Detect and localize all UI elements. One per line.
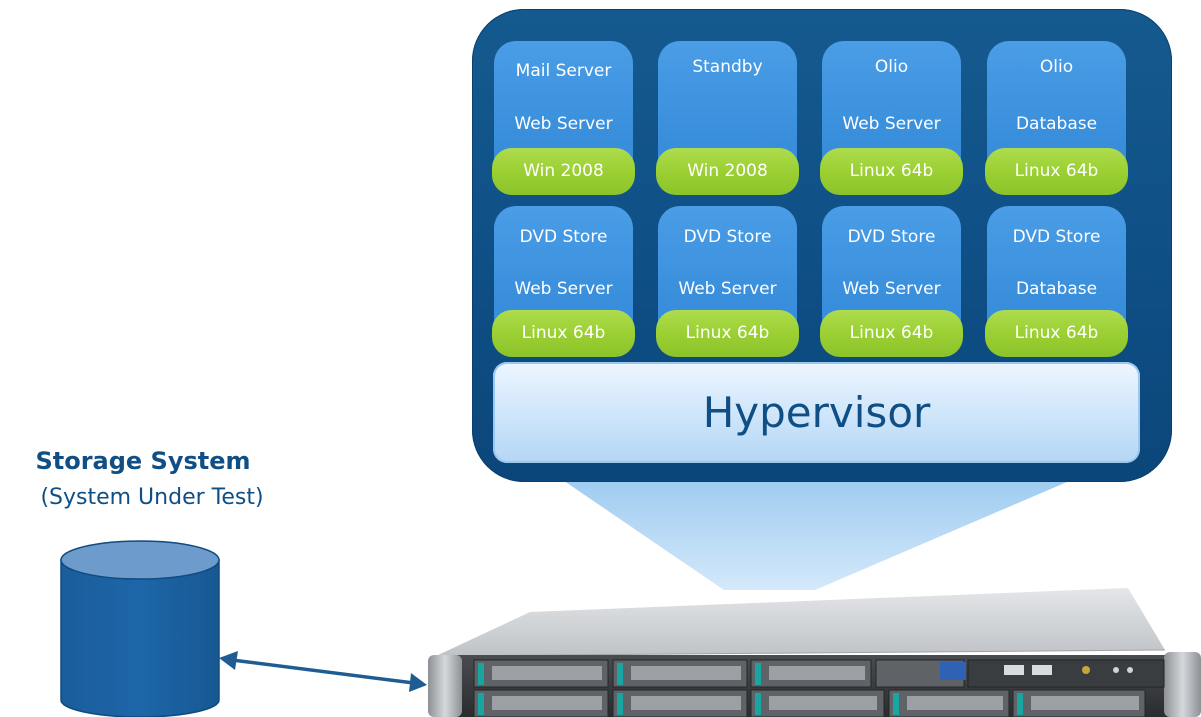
os-badge: Linux 64b xyxy=(492,310,635,357)
vm-role-label: Database xyxy=(1015,114,1098,134)
vm-role-label: Web Server xyxy=(842,279,941,299)
vm-app-label: Standby xyxy=(692,57,763,77)
vm-app-label: Mail Server xyxy=(515,61,612,81)
vm-box: DVD Store Web Server Linux 64b xyxy=(656,206,799,357)
vm-box: Mail Server Web Server Win 2008 xyxy=(492,41,635,195)
storage-title: Storage System xyxy=(35,447,251,475)
vm-role-label: Web Server xyxy=(514,279,613,299)
os-badge: Win 2008 xyxy=(492,148,635,195)
vm-box: DVD Store Database Linux 64b xyxy=(985,206,1128,357)
vm-box: Standby Win 2008 xyxy=(656,41,799,195)
vm-app-label: Olio xyxy=(1039,57,1074,77)
vm-role-label: Database xyxy=(1015,279,1098,299)
hypervisor-bar: Hypervisor xyxy=(493,362,1140,463)
hypervisor-label: Hypervisor xyxy=(702,388,931,437)
vm-app-label: DVD Store xyxy=(1012,227,1101,247)
vm-app-label: DVD Store xyxy=(519,227,608,247)
host-panel: Mail Server Web Server Win 2008 Standby … xyxy=(472,9,1172,482)
os-badge: Linux 64b xyxy=(985,148,1128,195)
os-badge: Linux 64b xyxy=(820,310,963,357)
vm-box: Olio Web Server Linux 64b xyxy=(820,41,963,195)
vm-role-label: Web Server xyxy=(514,114,613,134)
vm-role-label: Web Server xyxy=(678,279,777,299)
os-badge: Linux 64b xyxy=(985,310,1128,357)
vm-app-label: DVD Store xyxy=(847,227,936,247)
vm-box: DVD Store Web Server Linux 64b xyxy=(820,206,963,357)
vm-app-label: DVD Store xyxy=(683,227,772,247)
bidirectional-arrow-icon xyxy=(219,651,427,692)
database-cylinder-icon xyxy=(60,540,220,717)
vm-box: Olio Database Linux 64b xyxy=(985,41,1128,195)
os-badge: Linux 64b xyxy=(656,310,799,357)
vm-role-label: Web Server xyxy=(842,114,941,134)
rack-server-icon xyxy=(428,588,1201,717)
storage-subtitle: (System Under Test) xyxy=(40,485,264,510)
vm-box: DVD Store Web Server Linux 64b xyxy=(492,206,635,357)
os-badge: Win 2008 xyxy=(656,148,799,195)
os-badge: Linux 64b xyxy=(820,148,963,195)
vm-app-label: Olio xyxy=(874,57,909,77)
